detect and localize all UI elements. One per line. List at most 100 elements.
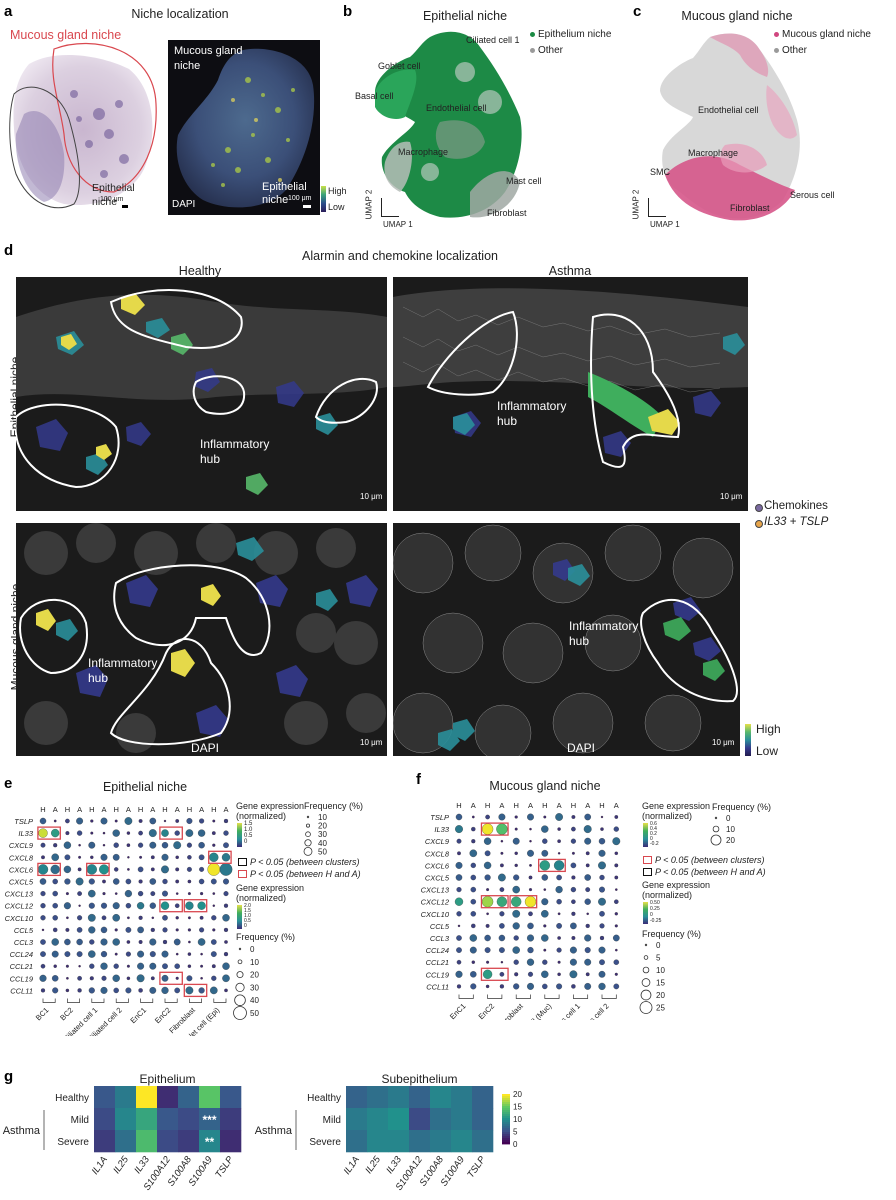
panel-e-colorbar-1 — [237, 823, 242, 847]
panel-f-freq1-circle — [712, 825, 720, 833]
panel-e-dot — [138, 915, 143, 920]
panel-e-dot — [64, 854, 71, 861]
panel-e-dot — [75, 877, 84, 886]
panel-f-dot — [498, 813, 506, 821]
panel-g-colorbar-segment — [502, 1142, 510, 1145]
panel-e-dot — [53, 964, 57, 968]
panel-e-dot — [76, 938, 83, 946]
panel-g-colorbar-segment — [502, 1124, 510, 1127]
panel-e-dot — [200, 964, 204, 968]
panel-e-dot — [90, 855, 94, 860]
panel-b-umap — [375, 31, 522, 218]
panel-e-dot — [100, 962, 108, 970]
panel-f-dot — [543, 948, 547, 952]
panel-e-dot — [114, 819, 118, 823]
panel-g-group-label: Asthma — [3, 1125, 41, 1137]
panel-f-dot — [500, 839, 504, 843]
panel-d-scale-3: 10 μm — [360, 738, 383, 747]
panel-f-dot — [542, 838, 548, 844]
panel-e-dot — [175, 916, 179, 920]
panel-e-dot — [223, 842, 229, 849]
panel-e-dot — [63, 841, 72, 849]
panel-e-dot — [40, 939, 46, 945]
panel-f-dot — [471, 923, 476, 929]
panel-a-right-epi-2: niche — [262, 194, 289, 206]
panel-e-dot — [210, 878, 217, 885]
panel-e-dot — [52, 890, 58, 897]
panel-e-dot — [185, 829, 194, 837]
panel-f-dot — [527, 813, 534, 821]
panel-g-cell — [136, 1130, 158, 1153]
panel-e-dot — [127, 868, 130, 871]
panel-g-colorbar-segment — [502, 1138, 510, 1141]
panel-e-dot — [51, 950, 59, 958]
panel-f-dot — [557, 912, 561, 916]
panel-e-cluster-bracket — [115, 998, 129, 1003]
panel-b-legend-dot-epi — [530, 32, 535, 37]
panel-e-dot — [207, 863, 221, 876]
panel-g-cell — [199, 1086, 221, 1109]
panel-g-column-label: IL1A — [90, 1154, 110, 1176]
panel-c-legend-other: Other — [782, 45, 808, 56]
panel-f-dot — [541, 874, 549, 881]
panel-a-tissue-he — [9, 42, 157, 209]
panel-f-cluster-label: EnC1 — [448, 1002, 468, 1020]
panel-e-dot — [149, 951, 156, 958]
panel-e-ha-label: A — [199, 805, 204, 814]
panel-g-row-label: Severe — [309, 1137, 341, 1148]
panel-b-legend-other: Other — [538, 45, 564, 56]
panel-e-dot — [210, 951, 217, 958]
panel-f-dot — [496, 823, 508, 835]
panel-e-cluster-label: EnC1 — [128, 1006, 148, 1026]
panel-e-dot — [39, 974, 47, 982]
panel-f-dot — [541, 970, 549, 978]
panel-f-dot — [571, 936, 576, 940]
panel-g-cell — [472, 1130, 494, 1153]
panel-f-cb2-t2: 0 — [650, 912, 653, 918]
panel-f-dot — [557, 936, 561, 940]
panel-f-dot — [455, 970, 463, 978]
panel-e-dot — [136, 974, 145, 983]
panel-f-dot — [543, 888, 547, 891]
panel-e-dot — [223, 927, 229, 933]
panel-e-dot — [210, 939, 217, 945]
panel-f-dot — [496, 896, 508, 907]
panel-f-dot — [600, 815, 604, 819]
panel-e-dot — [113, 963, 119, 969]
panel-e-gene-label: CXCL6 — [9, 865, 34, 874]
panel-f-dot — [455, 813, 463, 821]
panel-g-cell — [178, 1130, 200, 1153]
panel-f-ha-label: A — [499, 801, 504, 810]
panel-e-dot — [200, 952, 203, 956]
panel-f-dot — [471, 826, 476, 832]
panel-e-dot — [124, 817, 133, 825]
panel-e-freq2-circle — [233, 1006, 247, 1020]
panel-f-dot — [584, 813, 592, 821]
panel-e-dot — [77, 915, 83, 921]
panel-e-dot — [187, 952, 192, 956]
panel-g-colorbar-segment — [502, 1112, 510, 1115]
panel-e-dot — [88, 889, 96, 898]
panel-f-dot — [512, 946, 520, 954]
panel-g-cell — [409, 1130, 431, 1153]
panel-f-dot — [513, 935, 519, 941]
panel-e-dot — [185, 901, 194, 910]
panel-e-legend-freq-title-2: Frequency (%) — [236, 932, 296, 942]
panel-f-gene-label: IL33 — [434, 825, 449, 834]
panel-g-colorbar-segment — [502, 1126, 510, 1129]
panel-g-cell — [115, 1086, 137, 1109]
panel-e-cb2-t1: 1.5 — [244, 908, 251, 914]
panel-f-cb2-t1: 0.25 — [650, 906, 660, 912]
panel-f-dot — [614, 875, 619, 880]
panel-e-cluster-bracket — [140, 998, 154, 1003]
panel-f-ha-label: H — [599, 801, 604, 810]
panel-f-freq2-label: 5 — [656, 954, 661, 963]
panel-e-dot — [53, 843, 58, 848]
panel-g-cell — [94, 1108, 116, 1131]
panel-f-dot — [557, 852, 561, 855]
panel-e-dot — [88, 987, 95, 994]
panel-g-colorbar-segment — [502, 1116, 510, 1119]
panel-a-colorbar — [321, 186, 326, 212]
panel-f-dot — [500, 863, 504, 868]
panel-f-dot — [470, 983, 477, 990]
